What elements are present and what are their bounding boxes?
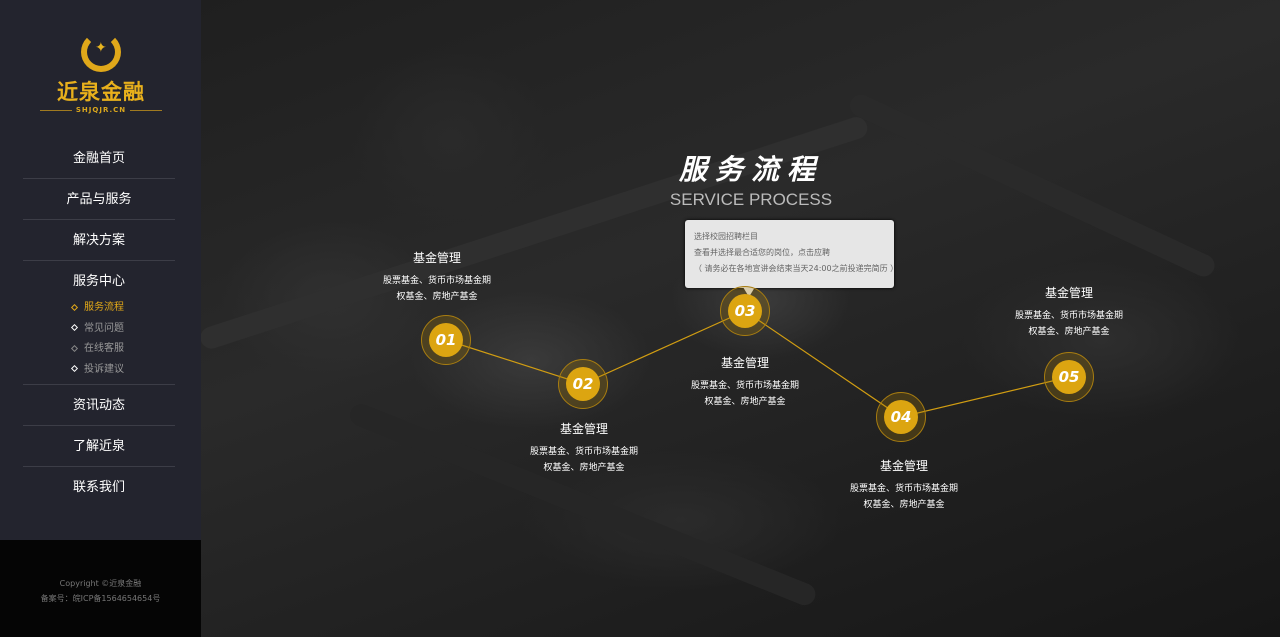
logo[interactable]: 近泉金融 SHJQJR.CN (40, 32, 162, 118)
nav-contact[interactable]: 联系我们 (72, 480, 125, 495)
submenu-faq[interactable]: 常见问题 (70, 319, 175, 340)
diamond-icon (70, 344, 79, 352)
step-04-label: 基金管理股票基金、货币市场基金期权基金、房地产基金 (814, 457, 994, 513)
step-number: 04 (884, 400, 918, 434)
service-submenu: 服务流程 常见问题 在线客服 投诉建议 (23, 298, 175, 384)
submenu-label: 在线客服 (84, 343, 124, 354)
step-number: 02 (566, 367, 600, 401)
step-05[interactable]: 05 (1044, 352, 1094, 402)
step-desc: 股票基金、货币市场基金期 (529, 447, 638, 457)
tooltip-line: 选择校园招聘栏目 (694, 232, 758, 241)
step-title: 基金管理 (720, 356, 769, 370)
step-desc: 权基金、房地产基金 (396, 292, 478, 302)
brand-name: 近泉金融 (57, 79, 145, 104)
nav-about[interactable]: 了解近泉 (23, 426, 175, 467)
step-tooltip: 选择校园招聘栏目 查看并选择最合适您的岗位，点击应聘 （ 请务必在各地宣讲会结束… (685, 220, 899, 297)
step-title: 基金管理 (879, 459, 928, 473)
nav-news[interactable]: 资讯动态 (23, 385, 175, 426)
step-desc: 权基金、房地产基金 (863, 500, 945, 510)
step-02[interactable]: 02 (558, 359, 608, 409)
nav-products[interactable]: 产品与服务 (23, 179, 175, 220)
diamond-icon (70, 364, 79, 373)
main-content: 服务流程 SERVICE PROCESS 选择校园招聘栏目 查看并选择最合适您的… (201, 0, 1280, 637)
nav-solutions[interactable]: 解决方案 (23, 220, 175, 261)
diamond-icon (70, 323, 79, 332)
submenu-complaints[interactable]: 投诉建议 (70, 360, 175, 381)
step-desc: 股票基金、货币市场基金期 (382, 276, 491, 286)
icp-number: 备案号：皖ICP备1564654654号 (40, 594, 161, 603)
step-desc: 权基金、房地产基金 (704, 397, 786, 407)
step-number: 05 (1052, 360, 1086, 394)
step-01[interactable]: 01 (421, 315, 471, 365)
step-05-label: 基金管理股票基金、货币市场基金期权基金、房地产基金 (979, 284, 1159, 340)
step-desc: 股票基金、货币市场基金期 (690, 381, 799, 391)
step-03[interactable]: 03 (720, 286, 770, 336)
step-03-label: 基金管理股票基金、货币市场基金期权基金、房地产基金 (655, 354, 835, 410)
logo-icon (81, 32, 121, 72)
tooltip-line: 查看并选择最合适您的岗位，点击应聘 (694, 248, 830, 257)
tooltip-line: （ 请务必在各地宣讲会结束当天24:00之前投递完简历 ） (694, 264, 899, 273)
section-title: 服务流程 (678, 153, 823, 186)
step-04[interactable]: 04 (876, 392, 926, 442)
step-title: 基金管理 (559, 422, 608, 436)
submenu-label: 服务流程 (84, 302, 124, 313)
step-number: 03 (728, 294, 762, 328)
footer: Copyright ©近泉金融 备案号：皖ICP备1564654654号 (0, 540, 201, 637)
submenu-online-service[interactable]: 在线客服 (70, 339, 175, 360)
diamond-icon (70, 303, 79, 311)
brand-domain: SHJQJR.CN (40, 106, 162, 114)
step-desc: 股票基金、货币市场基金期 (1014, 311, 1123, 321)
section-subtitle: SERVICE PROCESS (669, 190, 833, 209)
step-title: 基金管理 (412, 251, 461, 265)
section-header: 服务流程 SERVICE PROCESS (670, 148, 832, 210)
step-02-label: 基金管理股票基金、货币市场基金期权基金、房地产基金 (494, 420, 674, 476)
step-desc: 权基金、房地产基金 (543, 463, 625, 473)
step-desc: 权基金、房地产基金 (1028, 327, 1110, 337)
main-nav: 金融首页 产品与服务 解决方案 服务中心 服务流程 常见问题 在线客服 投诉建议… (23, 138, 175, 508)
step-01-label: 基金管理股票基金、货币市场基金期权基金、房地产基金 (347, 249, 527, 305)
copyright: Copyright ©近泉金融 (59, 579, 142, 588)
submenu-service-process[interactable]: 服务流程 (70, 298, 175, 319)
step-number: 01 (429, 323, 463, 357)
nav-service-center[interactable]: 服务中心 (72, 274, 125, 289)
nav-home[interactable]: 金融首页 (23, 138, 175, 179)
step-desc: 股票基金、货币市场基金期 (849, 484, 958, 494)
submenu-label: 常见问题 (84, 322, 124, 334)
submenu-label: 投诉建议 (84, 363, 124, 375)
step-title: 基金管理 (1044, 286, 1093, 300)
sidebar: 近泉金融 SHJQJR.CN 金融首页 产品与服务 解决方案 服务中心 服务流程… (0, 0, 201, 637)
